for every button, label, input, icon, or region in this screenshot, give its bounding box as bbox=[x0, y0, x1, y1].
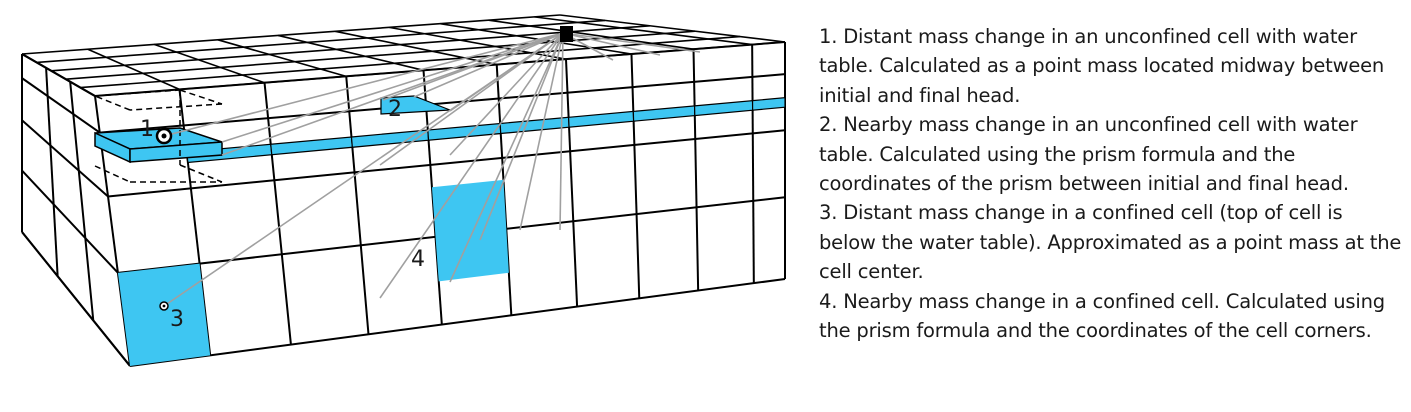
ray-line bbox=[562, 32, 701, 53]
top-grid-line bbox=[153, 43, 265, 84]
front-grid-line bbox=[692, 49, 700, 291]
top-grid-line bbox=[488, 19, 694, 50]
water-band-segment bbox=[270, 136, 353, 156]
left-face bbox=[21, 53, 131, 367]
ray-lines bbox=[163, 32, 701, 307]
prism-edge bbox=[179, 89, 223, 105]
front-grid-line bbox=[107, 129, 786, 198]
water-band-segment bbox=[567, 110, 635, 128]
prism-edge bbox=[129, 103, 223, 111]
top-grid-line bbox=[36, 19, 606, 64]
ray-line bbox=[163, 32, 564, 137]
prism-edge bbox=[179, 164, 223, 183]
water-table-band bbox=[94, 95, 786, 164]
left-grid-line bbox=[21, 53, 96, 97]
marker-4-label: 4 bbox=[411, 247, 425, 272]
top-grid-line bbox=[21, 14, 561, 55]
ray-line bbox=[221, 32, 564, 156]
cell-4-fill bbox=[431, 179, 509, 282]
prism-edge bbox=[94, 89, 181, 97]
water-band-segment bbox=[751, 97, 786, 111]
top-grid-line bbox=[389, 26, 567, 60]
prism-cell-1 bbox=[94, 89, 223, 183]
water-band-segment bbox=[499, 116, 570, 135]
top-grid-line bbox=[80, 35, 741, 89]
front-grid-line bbox=[751, 44, 755, 284]
left-grid-line bbox=[21, 77, 101, 134]
ray-line bbox=[449, 32, 564, 156]
top-grid-line bbox=[217, 39, 347, 78]
front-grid-line bbox=[422, 70, 443, 325]
ray-line bbox=[562, 32, 661, 56]
top-grid-line bbox=[440, 22, 632, 55]
point-mass-center-icon bbox=[162, 304, 166, 308]
front-face bbox=[94, 41, 786, 367]
ray-line bbox=[449, 32, 564, 112]
top-grid-line bbox=[51, 25, 651, 72]
top-grid-line bbox=[87, 48, 180, 91]
black-square-icon bbox=[560, 26, 573, 42]
ray-line bbox=[413, 32, 564, 98]
water-band-segment bbox=[693, 99, 754, 117]
groundwater-grid-diagram: 1 2 3 4 bbox=[21, 14, 786, 367]
diagram-canvas: 1 2 3 4 bbox=[21, 14, 786, 367]
marker-2: 2 bbox=[388, 97, 402, 122]
marker-1: 1 bbox=[140, 117, 173, 145]
marker-3: 3 bbox=[159, 301, 184, 332]
front-grid-line bbox=[630, 53, 641, 299]
left-grid-line bbox=[21, 231, 131, 367]
marker-4: 4 bbox=[411, 247, 425, 272]
legend: 1. Distant mass change in an unconfined … bbox=[819, 22, 1404, 345]
marker-1-label: 1 bbox=[140, 117, 154, 142]
left-grid-line bbox=[69, 81, 95, 321]
ray-line bbox=[479, 32, 564, 241]
front-grid-line bbox=[564, 59, 579, 307]
ray-line bbox=[379, 32, 564, 299]
highlighted-cells bbox=[117, 179, 509, 366]
ray-line bbox=[221, 32, 564, 143]
cell-3-fill bbox=[117, 263, 211, 366]
front-grid-line bbox=[345, 76, 370, 335]
left-grid-line bbox=[45, 67, 59, 277]
front-grid-line bbox=[129, 278, 786, 367]
top-grid-line bbox=[559, 14, 786, 43]
marker-2-label: 2 bbox=[388, 97, 402, 122]
front-grid-line bbox=[99, 73, 786, 134]
legend-item-1: 1. Distant mass change in an unconfined … bbox=[819, 25, 1385, 107]
legend-item-4: 4. Nearby mass change in a confined cell… bbox=[819, 289, 1385, 343]
top-grid-line bbox=[277, 34, 424, 72]
ray-line bbox=[559, 32, 564, 231]
legend-item-3: 3. Distant mass change in a confined cel… bbox=[819, 201, 1402, 284]
marker-3-label: 3 bbox=[170, 307, 184, 332]
ray-line bbox=[449, 32, 564, 283]
point-mass-center-icon bbox=[161, 133, 167, 139]
top-grid-line bbox=[534, 16, 753, 46]
water-band-segment bbox=[632, 105, 696, 122]
top-grid-line bbox=[335, 30, 497, 66]
legend-item-2: 2. Nearby mass change in an unconfined c… bbox=[819, 113, 1358, 196]
front-grid-line bbox=[94, 41, 786, 97]
left-grid-line bbox=[21, 119, 109, 198]
prism-edge bbox=[94, 95, 131, 111]
ray-line bbox=[519, 32, 564, 231]
prism-edge bbox=[94, 165, 131, 183]
left-grid-line bbox=[21, 169, 119, 274]
